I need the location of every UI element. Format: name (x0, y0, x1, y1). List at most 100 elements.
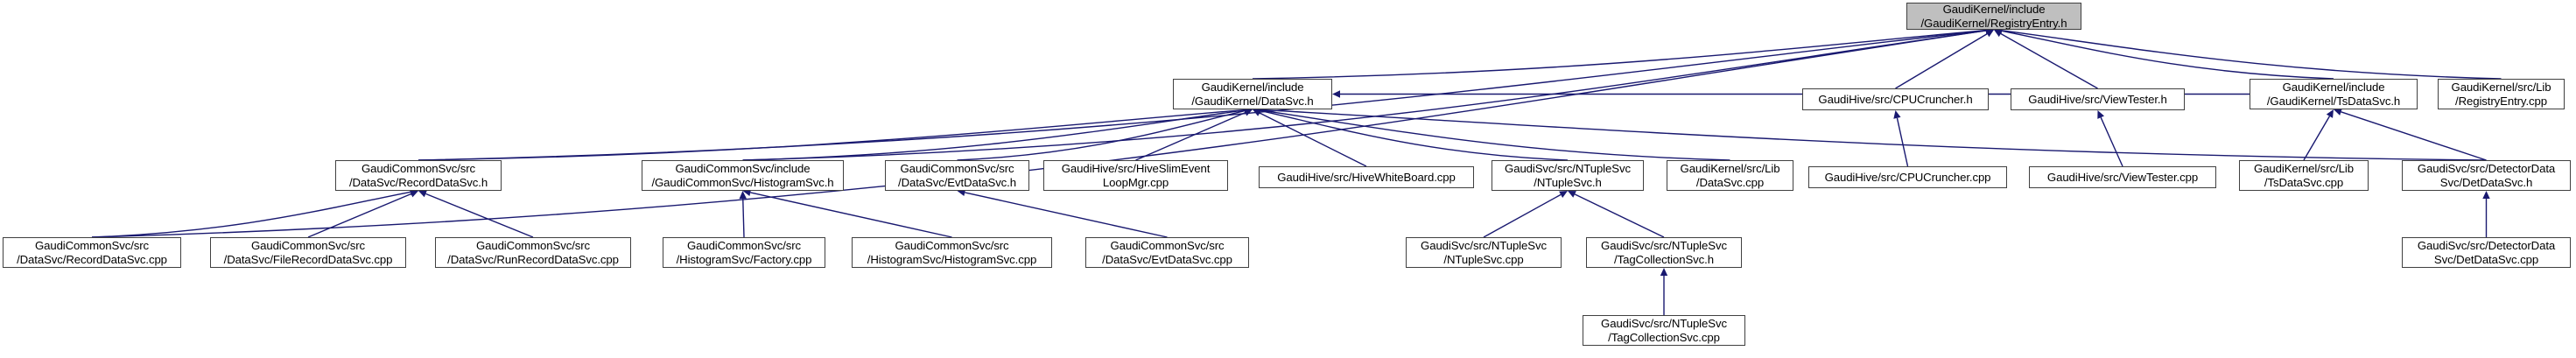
graph-edge (1895, 30, 1994, 89)
graph-edge (742, 106, 1253, 161)
graph-node-label: /NTupleSvc.h (1534, 175, 1602, 189)
graph-node-label: /HistogramSvc/Factory.cpp (676, 252, 812, 266)
graph-node-label: GaudiSvc/src/NTupleSvc (1421, 239, 1547, 252)
graph-edge (418, 190, 534, 238)
graph-node-label: /DataSvc/RunRecordDataSvc.cpp (447, 252, 619, 266)
graph-node-label: GaudiSvc/src/DetectorData (2417, 239, 2556, 252)
graph-node-label: GaudiHive/src/CPUCruncher.cpp (1824, 170, 1991, 184)
graph-node-label: /DataSvc.cpp (1695, 175, 1765, 189)
graph-edge (1252, 26, 1994, 80)
graph-node-factory_cpp[interactable]: GaudiCommonSvc/src/HistogramSvc/Factory.… (663, 237, 825, 268)
graph-node-label: GaudiKernel/src/Lib (2451, 81, 2551, 94)
graph-node-label: GaudiKernel/src/Lib (1680, 162, 1780, 175)
graph-node-label: /RegistryEntry.cpp (2455, 94, 2547, 108)
graph-node-label: /DataSvc/EvtDataSvc.cpp (1102, 252, 1232, 266)
graph-node-label: /DataSvc/FileRecordDataSvc.cpp (223, 252, 393, 266)
graph-edge (742, 188, 952, 238)
graph-node-label: GaudiCommonSvc/src (250, 239, 366, 252)
graph-edge (1253, 109, 1367, 167)
graph-node-registryentry_h[interactable]: GaudiKernel/include/GaudiKernel/Registry… (1906, 3, 2081, 30)
graph-edge (1893, 110, 1909, 167)
graph-edge (2482, 191, 2490, 237)
graph-node-label: /DataSvc/RecordDataSvc.cpp (17, 252, 167, 266)
graph-edge (2334, 108, 2487, 161)
graph-edge (91, 188, 418, 238)
graph-edge (957, 107, 1253, 161)
graph-edge (1253, 106, 2487, 161)
graph-node-label: GaudiCommonSvc/src (475, 239, 591, 252)
graph-node-registryentry_cpp[interactable]: GaudiKernel/src/Lib/RegistryEntry.cpp (2438, 79, 2565, 109)
graph-node-label: /GaudiKernel/TsDataSvc.h (2266, 94, 2401, 108)
graph-edge (1568, 191, 1665, 238)
graph-node-label: GaudiCommonSvc/include (675, 162, 811, 175)
graph-node-recorddatasvc_h[interactable]: GaudiCommonSvc/src/DataSvc/RecordDataSvc… (335, 160, 502, 191)
graph-edge (739, 191, 747, 238)
graph-node-datasvc_cpp[interactable]: GaudiKernel/src/Lib/DataSvc.cpp (1667, 160, 1793, 191)
graph-edge (1253, 107, 1569, 161)
graph-node-datasvc_h[interactable]: GaudiKernel/include/GaudiKernel/DataSvc.… (1173, 79, 1332, 109)
graph-edge (1660, 268, 1668, 315)
graph-node-label: /TagCollectionSvc.cpp (1608, 330, 1720, 344)
graph-node-label: GaudiKernel/include (1201, 81, 1304, 94)
graph-node-label: GaudiCommonSvc/src (1110, 239, 1225, 252)
graph-node-label: /DataSvc/EvtDataSvc.h (898, 175, 1016, 189)
graph-node-label: GaudiKernel/include (1942, 3, 2046, 16)
graph-node-label: GaudiCommonSvc/src (895, 239, 1009, 252)
graph-node-filerecorddatasvc_cpp[interactable]: GaudiCommonSvc/src/DataSvc/FileRecordDat… (210, 237, 406, 268)
graph-node-label: GaudiCommonSvc/src (900, 162, 1014, 175)
graph-node-tsdatasvc_cpp[interactable]: GaudiKernel/src/Lib/TsDataSvc.cpp (2239, 160, 2369, 191)
graph-node-label: /DataSvc/RecordDataSvc.h (348, 175, 488, 189)
graph-node-label: Svc/DetDataSvc.h (2439, 175, 2533, 189)
graph-node-label: Svc/DetDataSvc.cpp (2433, 252, 2539, 266)
graph-node-ntuplesvc_cpp[interactable]: GaudiSvc/src/NTupleSvc/NTupleSvc.cpp (1406, 237, 1562, 268)
graph-node-label: /GaudiKernel/RegistryEntry.h (1920, 16, 2067, 30)
graph-node-label: /GaudiKernel/DataSvc.h (1191, 94, 1314, 108)
graph-edge (2097, 110, 2123, 167)
graph-node-runrecorddatasvc_cpp[interactable]: GaudiCommonSvc/src/DataSvc/RunRecordData… (435, 237, 631, 268)
graph-node-label: /NTupleSvc.cpp (1443, 252, 1524, 266)
graph-edge (1135, 109, 1253, 161)
graph-node-cpucruncher_h[interactable]: GaudiHive/src/CPUCruncher.h (1802, 88, 1989, 110)
graph-edge (418, 106, 1253, 161)
graph-node-label: GaudiHive/src/ViewTester.cpp (2046, 170, 2199, 184)
graph-node-label: LoopMgr.cpp (1102, 175, 1169, 189)
graph-node-label: GaudiHive/src/CPUCruncher.h (1818, 92, 1973, 106)
graph-node-label: /TagCollectionSvc.h (1614, 252, 1714, 266)
graph-node-evtdatasvc_h[interactable]: GaudiCommonSvc/src/DataSvc/EvtDataSvc.h (885, 160, 1029, 191)
graph-node-recorddatasvc_cpp[interactable]: GaudiCommonSvc/src/DataSvc/RecordDataSvc… (3, 237, 181, 268)
graph-edge (957, 188, 1168, 238)
graph-node-histogramsvc_cpp[interactable]: GaudiCommonSvc/src/HistogramSvc/Histogra… (852, 237, 1052, 268)
graph-node-viewtester_cpp[interactable]: GaudiHive/src/ViewTester.cpp (2029, 166, 2216, 188)
graph-node-tagcollectionsvc_h[interactable]: GaudiSvc/src/NTupleSvc/TagCollectionSvc.… (1586, 237, 1742, 268)
graph-node-label: /TsDataSvc.cpp (2264, 175, 2344, 189)
graph-node-cpucruncher_cpp[interactable]: GaudiHive/src/CPUCruncher.cpp (1808, 166, 2007, 188)
graph-node-label: GaudiSvc/src/NTupleSvc (1601, 239, 1727, 252)
graph-node-label: /GaudiCommonSvc/HistogramSvc.h (651, 175, 834, 189)
graph-node-label: /HistogramSvc/HistogramSvc.cpp (867, 252, 1037, 266)
graph-node-label: GaudiKernel/src/Lib (2254, 162, 2354, 175)
graph-node-label: GaudiKernel/include (2282, 81, 2385, 94)
graph-node-label: GaudiCommonSvc/src (34, 239, 150, 252)
graph-edge (1994, 30, 2098, 89)
graph-node-label: GaudiHive/src/HiveSlimEvent (1061, 162, 1211, 175)
graph-node-label: GaudiHive/src/ViewTester.h (2028, 92, 2167, 106)
graph-edge (307, 190, 418, 238)
graph-edge (2303, 109, 2334, 161)
graph-edge (1994, 27, 2334, 80)
graph-node-histogramsvc_h[interactable]: GaudiCommonSvc/include/GaudiCommonSvc/Hi… (642, 160, 844, 191)
graph-node-tagcollectionsvc_cpp[interactable]: GaudiSvc/src/NTupleSvc/TagCollectionSvc.… (1583, 315, 1745, 346)
graph-node-tsdatasvc_h[interactable]: GaudiKernel/include/GaudiKernel/TsDataSv… (2250, 79, 2418, 109)
graph-node-label: GaudiHive/src/HiveWhiteBoard.cpp (1277, 170, 1456, 184)
graph-edge (1483, 191, 1568, 238)
graph-node-label: GaudiSvc/src/NTupleSvc (1505, 162, 1631, 175)
graph-node-evtdatasvc_cpp[interactable]: GaudiCommonSvc/src/DataSvc/EvtDataSvc.cp… (1085, 237, 1249, 268)
graph-node-ntuplesvc_h[interactable]: GaudiSvc/src/NTupleSvc/NTupleSvc.h (1492, 160, 1644, 191)
graph-node-label: GaudiSvc/src/DetectorData (2417, 162, 2556, 175)
graph-node-hivewhiteboard_cpp[interactable]: GaudiHive/src/HiveWhiteBoard.cpp (1259, 166, 1474, 188)
graph-edge (1994, 26, 2502, 80)
graph-node-viewtester_h[interactable]: GaudiHive/src/ViewTester.h (2011, 88, 2185, 110)
